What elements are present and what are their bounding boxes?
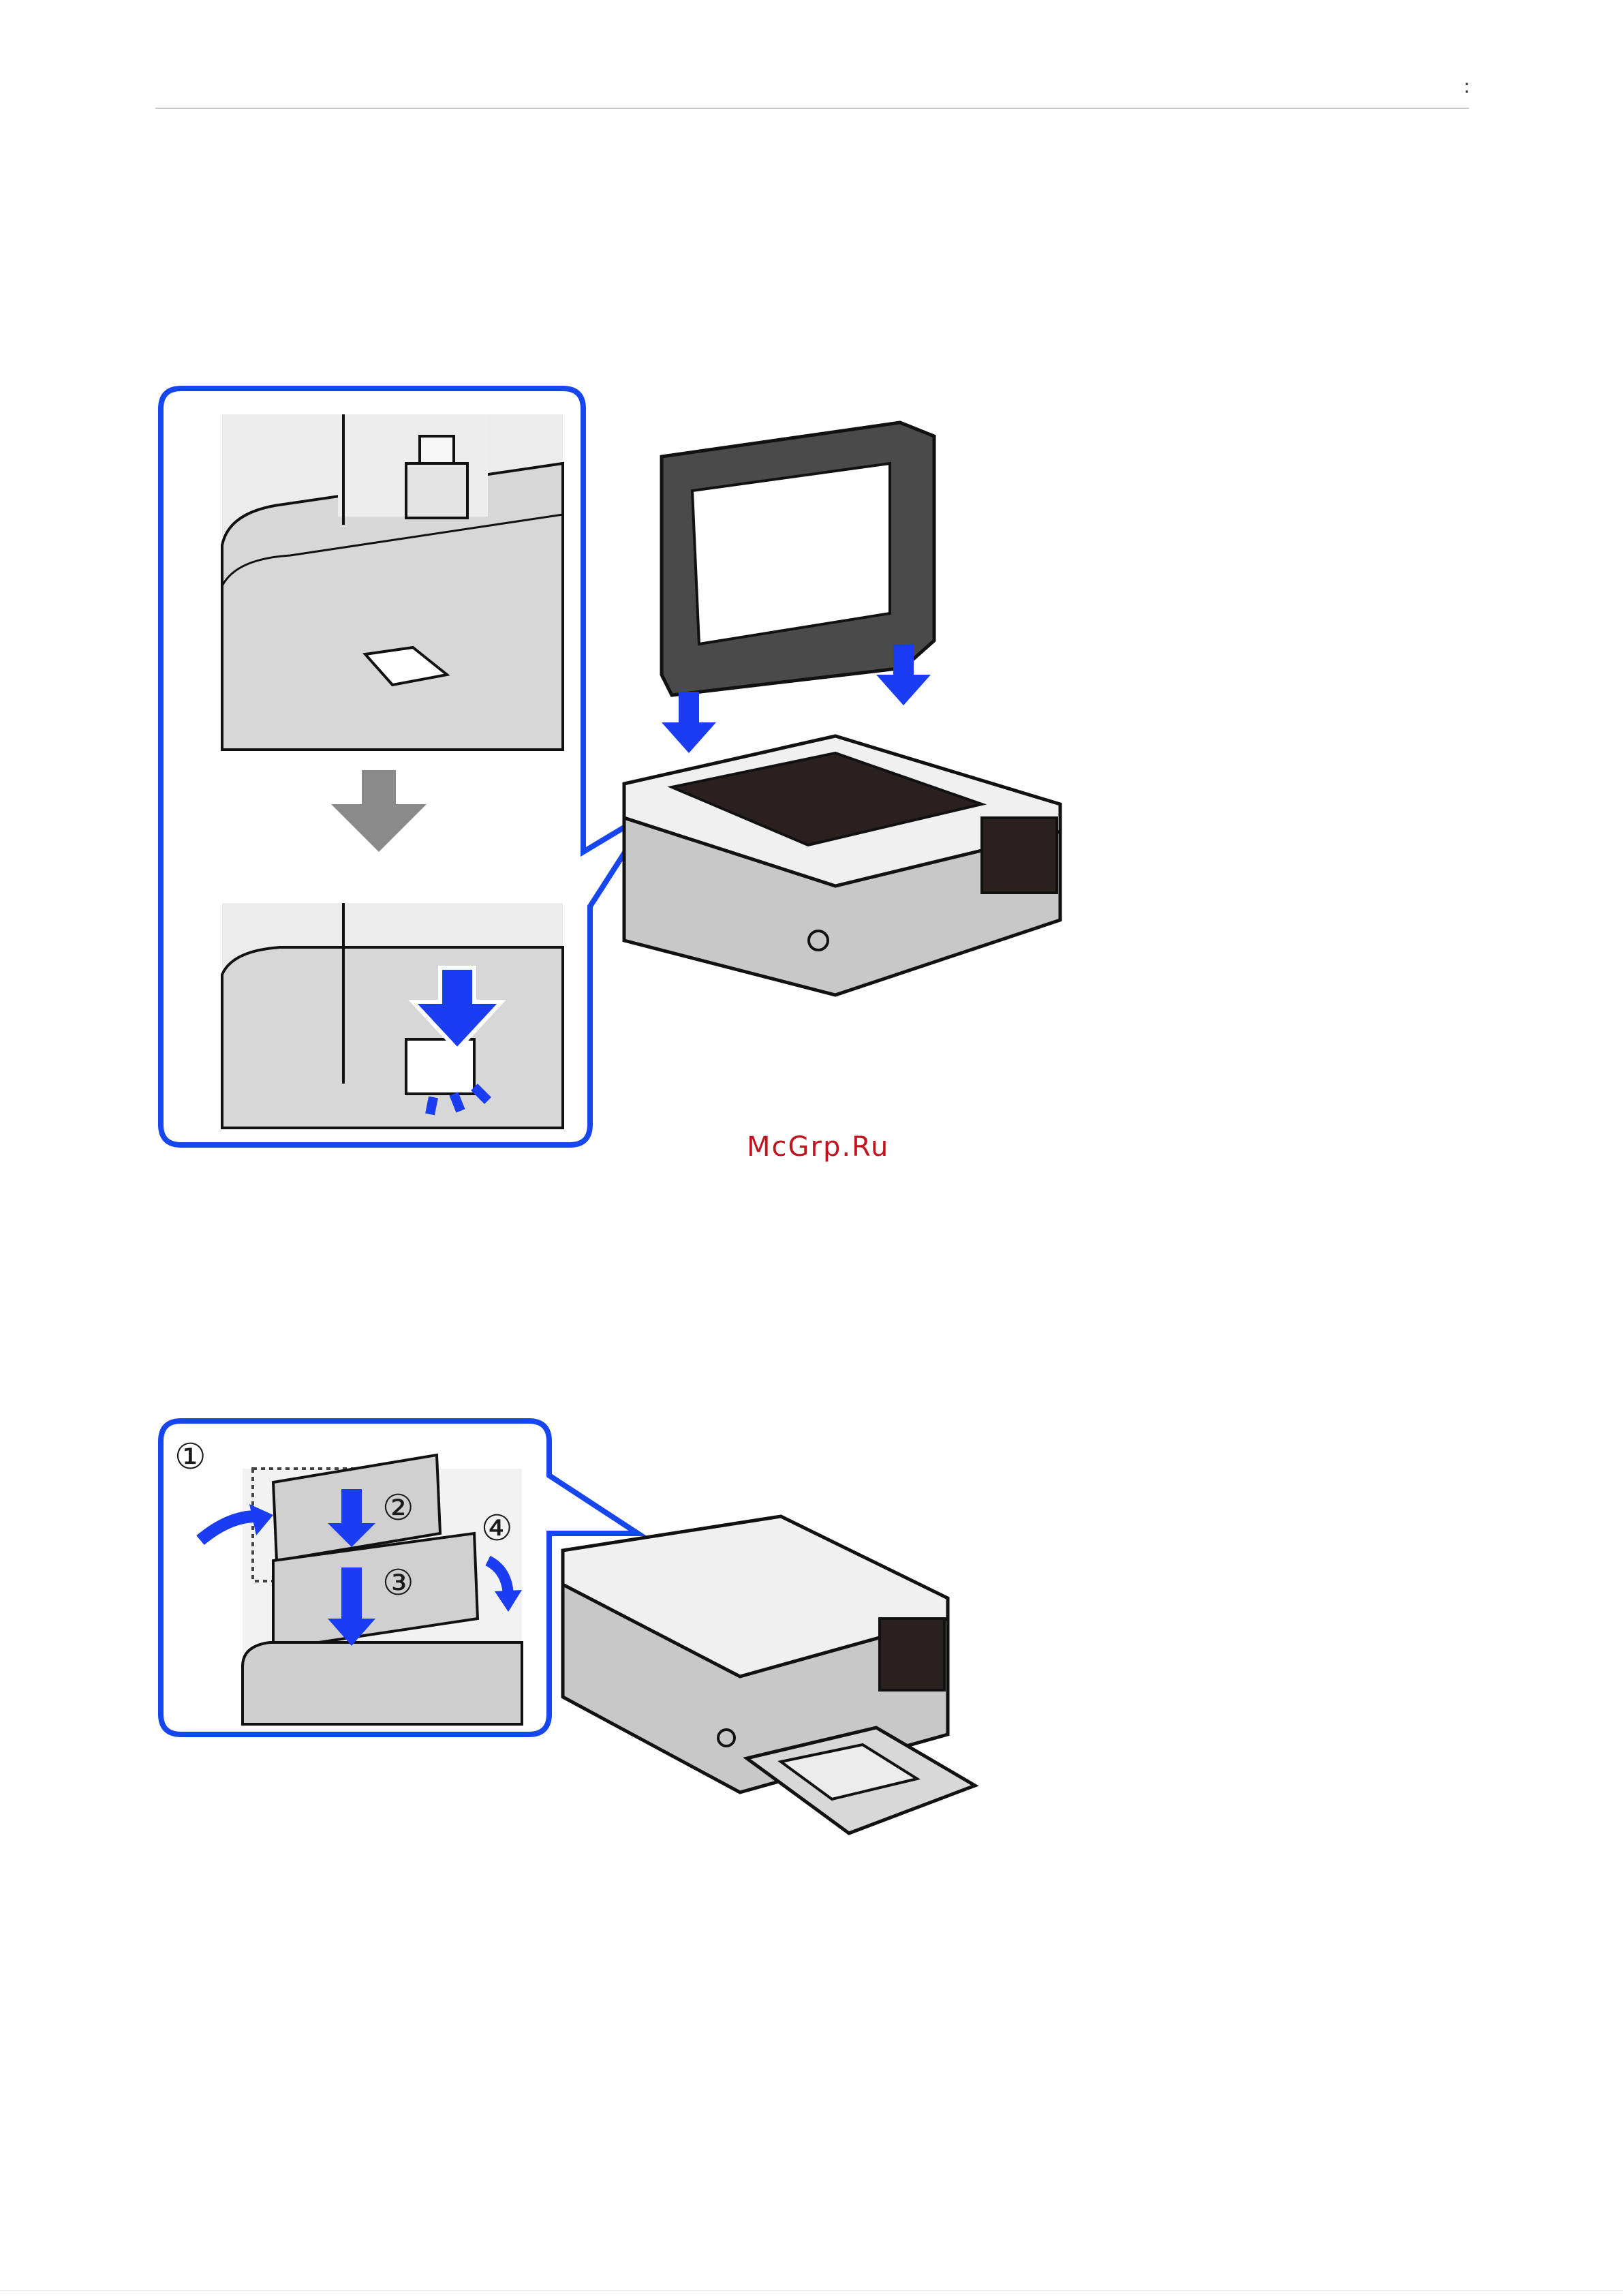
step-4-label: ④ (481, 1508, 513, 1549)
watermark: McGrp.Ru (747, 1131, 889, 1163)
paper-support-detail (200, 1455, 522, 1724)
footer-rule (0, 2290, 1623, 2291)
header-rule (155, 108, 1469, 109)
printer-with-output-tray (563, 1516, 975, 1833)
paper-tray-illustration: ① ② ③ ④ (154, 1414, 1006, 1861)
printer-with-lid (624, 423, 1060, 995)
scanner-lid-illustration (154, 382, 1108, 1159)
step-2-label: ② (382, 1488, 414, 1529)
step-3-label: ③ (382, 1563, 414, 1604)
hinge-detail-after (222, 903, 563, 1128)
hinge-detail-before (222, 414, 563, 750)
step-1-label: ① (174, 1437, 206, 1478)
header-mark: : (1464, 75, 1470, 97)
